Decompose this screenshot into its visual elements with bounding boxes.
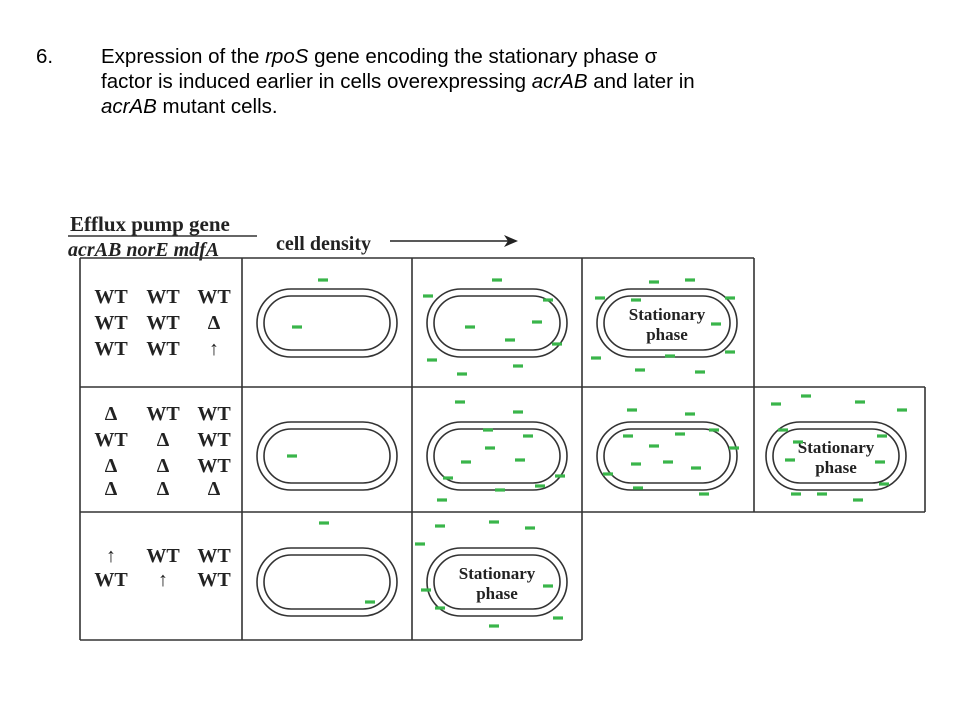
genotype-label: Δ [105, 403, 118, 425]
caption-segment: and later in [587, 70, 695, 93]
phase-label: phase [476, 584, 518, 603]
cell-inner-membrane [263, 295, 391, 351]
caption-line: factor is induced earlier in cells overe… [101, 69, 916, 94]
caption-segment: mutant cells. [156, 95, 278, 118]
caption-text: Expression of the rpoS gene encoding the… [101, 44, 916, 119]
stationary-label: Stationary [629, 305, 706, 324]
genotype-label: Δ [208, 312, 221, 334]
caption-segment: factor is induced earlier in cells overe… [101, 70, 532, 93]
cell-inner-membrane [603, 295, 731, 351]
cell-outer-membrane [426, 288, 568, 358]
genotype-label: WT [94, 338, 128, 360]
caption-gene-name: rpoS [265, 45, 309, 68]
caption-number: 6. [36, 45, 54, 68]
cell-inner-membrane [433, 554, 561, 610]
cell-outer-membrane [256, 547, 398, 617]
genotype-label: Δ [157, 429, 170, 451]
genotype-label: ↑ [158, 569, 168, 591]
genotype-label: WT [146, 338, 180, 360]
phase-label: phase [646, 325, 688, 344]
bacterial-cell [256, 547, 398, 617]
genotype-label: Δ [208, 478, 221, 500]
bacterial-cell [256, 288, 398, 358]
header-genes: acrAB norE mdfA [68, 239, 219, 261]
genotype-label: WT [197, 429, 231, 451]
cell-inner-membrane [603, 428, 731, 484]
genotype-label: WT [94, 286, 128, 308]
genotype-label: WT [197, 403, 231, 425]
caption-gene-name: acrAB [101, 95, 157, 118]
cell-inner-membrane [263, 428, 391, 484]
caption: 6. Expression of the rpoS gene encoding … [36, 44, 916, 119]
genotype-label: WT [146, 545, 180, 567]
genotype-label: WT [146, 403, 180, 425]
genotype-label: Δ [105, 478, 118, 500]
cell-outer-membrane [596, 421, 738, 491]
header-title: Efflux pump gene [70, 212, 230, 236]
genotype-label: ↑ [209, 338, 219, 360]
cell-outer-membrane [426, 547, 568, 617]
caption-line: acrAB mutant cells. [101, 94, 916, 119]
bacterial-cell [596, 421, 738, 491]
genotype-label: Δ [157, 455, 170, 477]
caption-gene-name: acrAB [531, 70, 588, 93]
genotype-label: WT [94, 312, 128, 334]
grid [79, 257, 926, 641]
genotype-label: WT [197, 545, 231, 567]
stationary-label: Stationary [798, 438, 875, 457]
cell-outer-membrane [256, 288, 398, 358]
genotype-label: WT [197, 455, 231, 477]
cell-inner-membrane [772, 428, 900, 484]
cell-inner-membrane [263, 554, 391, 610]
genotype-label: WT [146, 312, 180, 334]
cell-inner-membrane [433, 295, 561, 351]
density-arrow-head [504, 235, 518, 247]
cell-inner-membrane [433, 428, 561, 484]
genotype-label: WT [94, 429, 128, 451]
bacterial-cell [426, 288, 568, 358]
cell-panels: StationaryphaseStationaryphaseStationary… [256, 278, 907, 628]
genotype-label: WT [197, 286, 231, 308]
genotype-label: WT [94, 569, 128, 591]
bacterial-cell [256, 421, 398, 491]
cell-density-label: cell density [276, 233, 371, 255]
cell-outer-membrane [765, 421, 907, 491]
phase-label: phase [815, 458, 857, 477]
caption-segment: Expression of the [101, 45, 266, 68]
caption-line: Expression of the rpoS gene encoding the… [101, 44, 916, 69]
caption-segment: gene encoding the stationary phase σ [308, 45, 658, 68]
genotype-label: WT [197, 569, 231, 591]
header: Efflux pump gene acrAB norE mdfA cell de… [68, 212, 518, 261]
cell-outer-membrane [256, 421, 398, 491]
genotype-label: Δ [105, 455, 118, 477]
genotype-label: WT [146, 286, 180, 308]
bacterial-cell [426, 421, 568, 491]
genotype-label: Δ [157, 478, 170, 500]
stationary-label: Stationary [459, 564, 536, 583]
genotype-label: ↑ [106, 545, 116, 567]
